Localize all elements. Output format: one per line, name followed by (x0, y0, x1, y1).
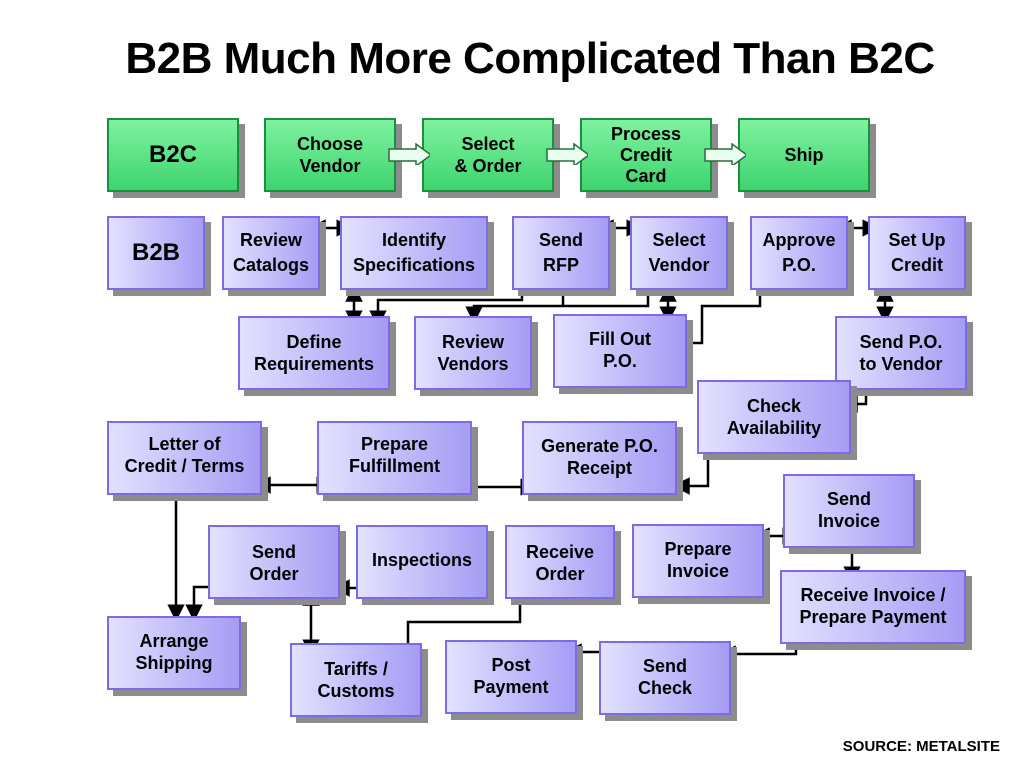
b2c-flow-arrow-2 (546, 143, 588, 165)
b2b-inspections: Inspections (356, 525, 488, 599)
b2b-identify-specifications: Identify Specifications (340, 216, 488, 290)
b2c-flow-arrow-3 (704, 143, 746, 165)
b2b-send-rfp: Send RFP (512, 216, 610, 290)
b2b-letter-of-credit: Letter of Credit / Terms (107, 421, 262, 495)
connector-select-vendor-review-vendors (465, 280, 650, 324)
b2b-review-vendors: Review Vendors (414, 316, 532, 390)
b2b-send-invoice: Send Invoice (783, 474, 915, 548)
b2b-label: B2B (107, 216, 205, 290)
b2b-set-up-credit: Set Up Credit (868, 216, 966, 290)
b2b-fill-out-po: Fill Out P.O. (553, 314, 687, 388)
b2c-label: B2C (107, 118, 239, 192)
source-note: SOURCE: METALSITE (842, 738, 1000, 755)
connector-check-availability-po-receipt (672, 446, 710, 495)
connector-send-rfp-define-requirements (369, 280, 524, 328)
slide-title: B2B Much More Complicated Than B2C (125, 34, 935, 83)
b2b-receive-invoice: Receive Invoice / Prepare Payment (780, 570, 966, 644)
b2b-send-order: Send Order (208, 525, 340, 599)
b2b-arrange-shipping: Arrange Shipping (107, 616, 241, 690)
connector-approve-po-fill-out-po (674, 280, 762, 352)
b2b-prepare-fulfillment: Prepare Fulfillment (317, 421, 472, 495)
b2b-send-po-to-vendor: Send P.O. to Vendor (835, 316, 967, 390)
b2b-select-vendor: Select Vendor (630, 216, 728, 290)
b2b-post-payment: Post Payment (445, 640, 577, 714)
b2c-flow-arrow-1 (388, 143, 430, 165)
b2b-define-requirements: Define Requirements (238, 316, 390, 390)
b2c-process-credit-card: Process Credit Card (580, 118, 712, 192)
b2b-generate-po-receipt: Generate P.O. Receipt (522, 421, 677, 495)
b2b-send-check: Send Check (599, 641, 731, 715)
b2c-select-order: Select & Order (422, 118, 554, 192)
b2b-check-availability: Check Availability (697, 380, 851, 454)
b2c-choose-vendor: Choose Vendor (264, 118, 396, 192)
b2b-tariffs-customs: Tariffs / Customs (290, 643, 422, 717)
connector-tariffs-receive-order (406, 580, 529, 650)
b2b-receive-order: Receive Order (505, 525, 615, 599)
b2c-ship: Ship (738, 118, 870, 192)
b2b-prepare-invoice: Prepare Invoice (632, 524, 764, 598)
b2b-review-catalogs: Review Catalogs (222, 216, 320, 290)
b2b-approve-po: Approve P.O. (750, 216, 848, 290)
